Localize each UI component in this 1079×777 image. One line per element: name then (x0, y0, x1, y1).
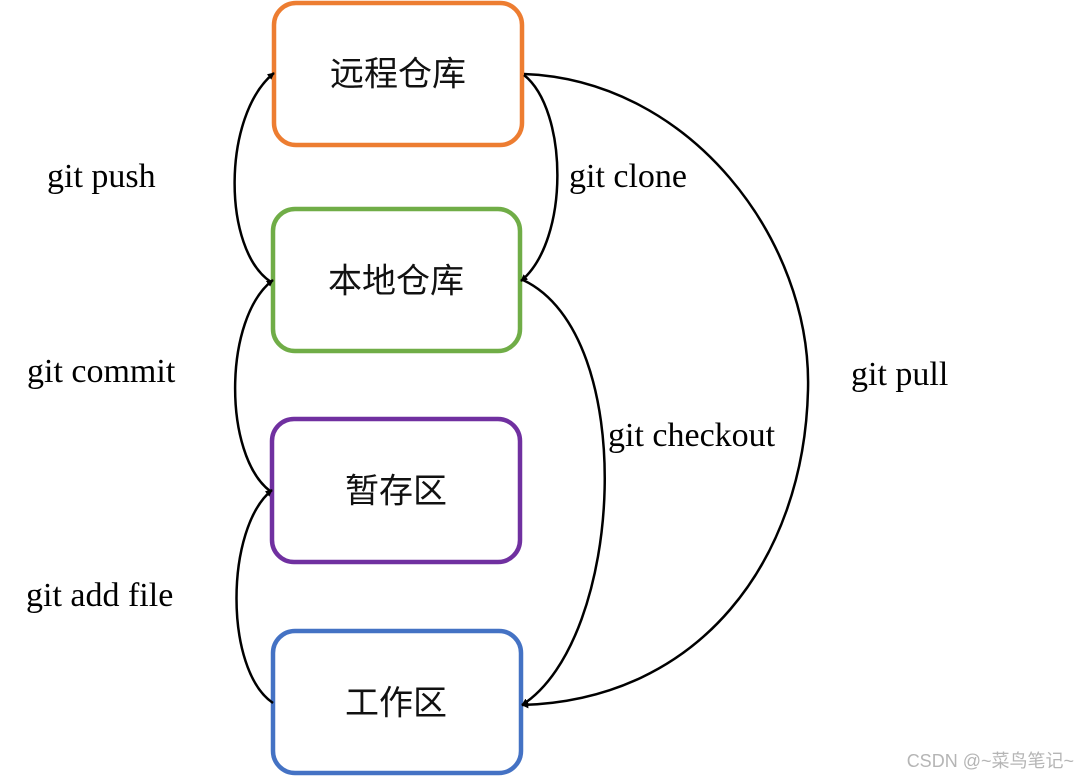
node-working-dir: 工作区 (270, 628, 524, 776)
edge-push-label: git push (47, 158, 156, 195)
edge-commit-label: git commit (27, 353, 176, 390)
edge-pull-label: git pull (851, 356, 948, 393)
edge-push-arrow (233, 72, 275, 284)
node-local-repo-label: 本地仓库 (328, 262, 464, 302)
edge-add-label: git add file (26, 577, 173, 614)
node-staging-area-label: 暂存区 (345, 472, 447, 512)
edge-clone-label: git clone (569, 158, 687, 195)
edge-checkout-arrow (521, 278, 606, 707)
node-staging-area: 暂存区 (269, 416, 523, 565)
node-working-dir-label: 工作区 (345, 684, 447, 724)
node-remote-repo-label: 远程仓库 (330, 55, 466, 95)
edge-pull-arrow (521, 72, 810, 709)
edge-clone-arrow (520, 74, 559, 282)
node-remote-repo: 远程仓库 (271, 0, 525, 148)
watermark-text: CSDN @~菜鸟笔记~ (907, 751, 1074, 771)
edge-add-arrow (235, 489, 274, 705)
edge-commit-arrow (233, 279, 274, 492)
node-local-repo: 本地仓库 (270, 206, 523, 354)
edge-checkout-label: git checkout (608, 417, 776, 454)
